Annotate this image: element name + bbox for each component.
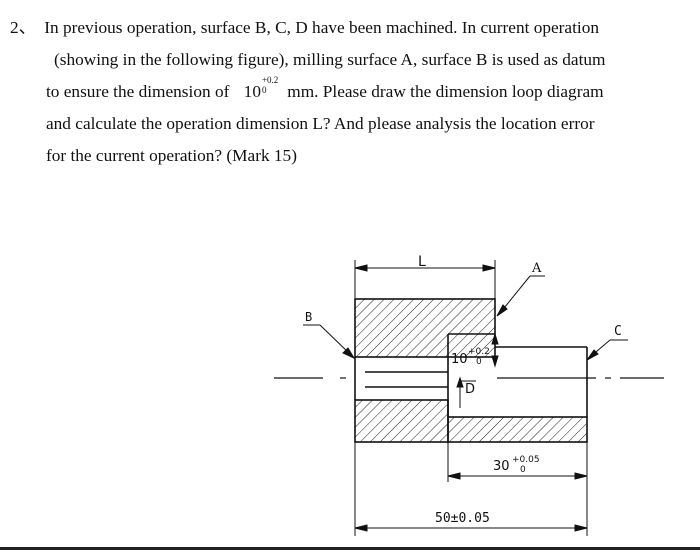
leader-B (303, 324, 356, 360)
problem-line-3-pre: to ensure the dimension of (46, 82, 230, 101)
label-A: A (531, 261, 542, 276)
dimension-50 (354, 442, 588, 536)
lower-left-hatched-section (354, 399, 449, 443)
label-L: L (418, 254, 426, 270)
problem-line-1: 2、 In previous operation, surface B, C, … (10, 12, 599, 44)
dim-30-base: 30 (493, 459, 510, 474)
problem-line-5: for the current operation? (Mark 15) (46, 146, 297, 165)
leader-A (496, 275, 545, 317)
dimension-10 (491, 332, 499, 368)
dim-10-upper: +0.2 (468, 347, 490, 357)
leader-D (456, 376, 476, 408)
lower-right-hatched-section (447, 416, 588, 443)
lower-tolerance: 0 (261, 85, 267, 95)
label-B: B (305, 310, 312, 324)
dim-10-lower: 0 (476, 357, 482, 367)
dimension-30 (447, 442, 588, 482)
problem-line-2: (showing in the following figure), milli… (54, 50, 606, 69)
problem-line-1-text: In previous operation, surface B, C, D h… (44, 18, 599, 37)
problem-line-4: and calculate the operation dimension L?… (46, 114, 595, 133)
dimension-base: 10 (243, 82, 261, 101)
dim-10-base: 10 (451, 352, 468, 367)
dim-30-lower: 0 (520, 465, 526, 475)
dim-30-upper: +0.05 (512, 455, 540, 465)
workpiece-outline (354, 333, 588, 417)
problem-line-3-post: mm. Please draw the dimension loop diagr… (287, 82, 604, 101)
bottom-rule (0, 547, 700, 550)
label-D: D (465, 382, 475, 397)
leader-C (586, 339, 628, 361)
dim-50-label: 50±0.05 (435, 511, 490, 526)
upper-tolerance: +0.2 (261, 75, 279, 85)
dimension-L (354, 260, 496, 299)
upper-hatched-section (354, 298, 496, 358)
label-C: C (614, 324, 622, 339)
problem-number: 2、 (10, 18, 36, 37)
